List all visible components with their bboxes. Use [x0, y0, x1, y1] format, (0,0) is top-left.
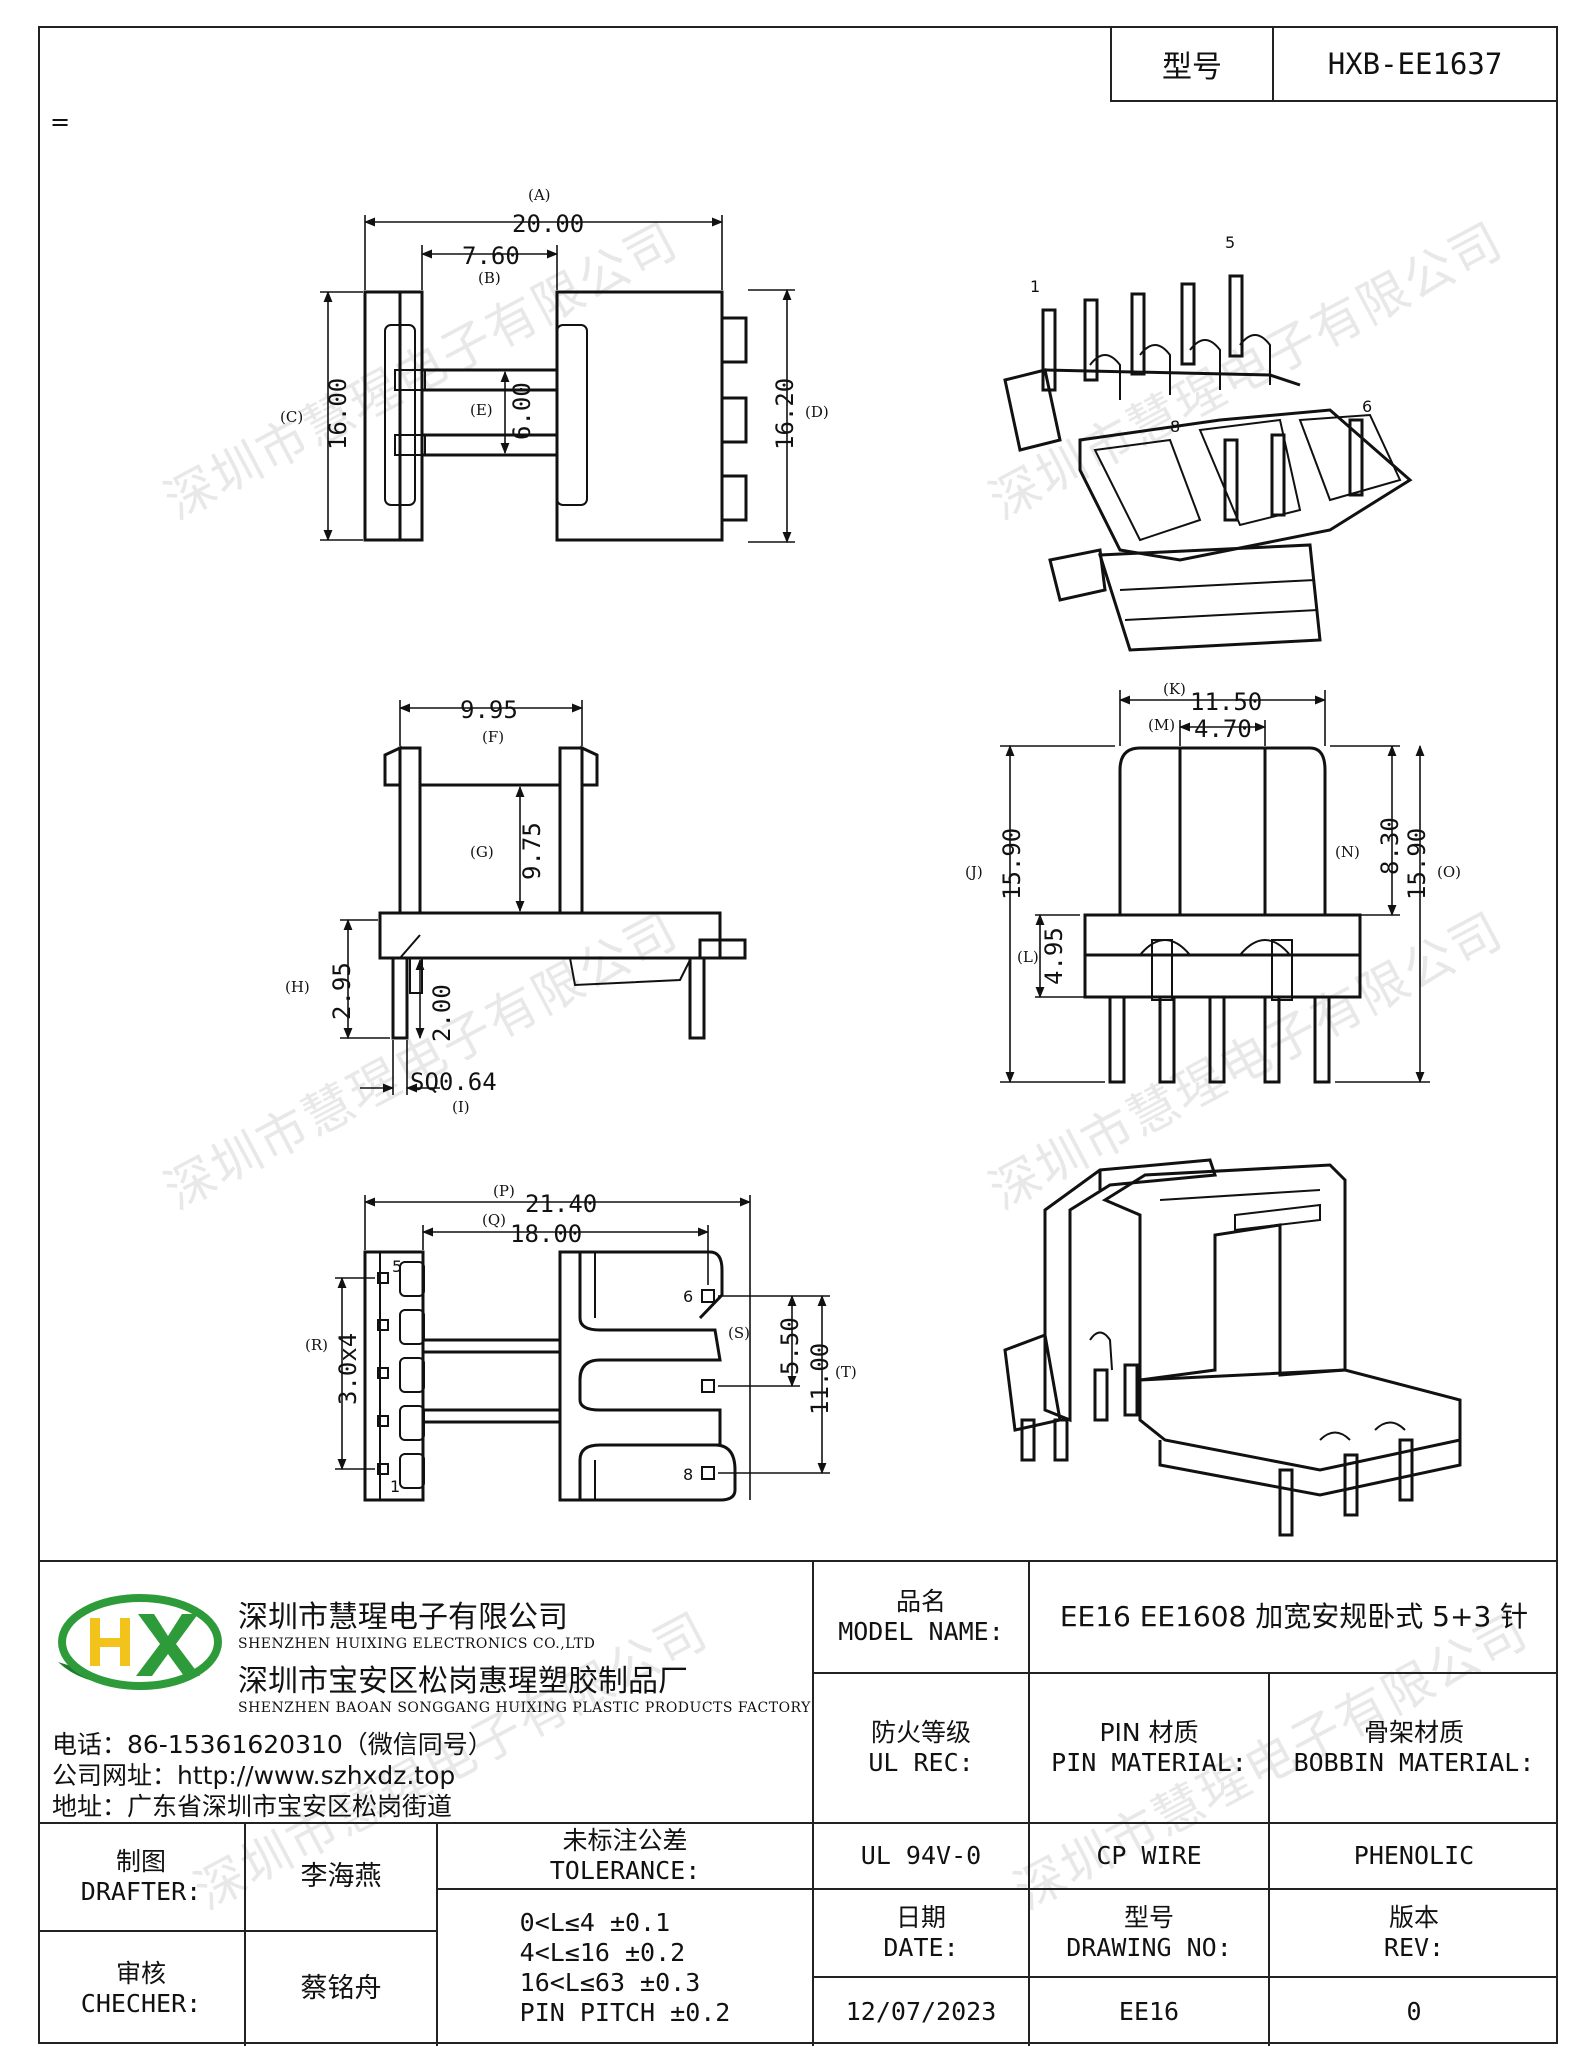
top-view-right-body — [555, 290, 724, 542]
model-value: HXB-EE1637 — [1327, 47, 1503, 81]
dim-sq0-64: SQ0.64 — [410, 1068, 497, 1096]
drafter-label: 制图 DRAFTER: — [38, 1822, 244, 1930]
label-j: (J) — [965, 863, 983, 881]
label-l: (L) — [1017, 948, 1039, 966]
iso-pin-8: 8 — [1170, 417, 1180, 436]
label-m: (M) — [1148, 716, 1175, 734]
label-d: (D) — [805, 403, 829, 421]
bottom-view-pin-row — [363, 1250, 425, 1502]
rev-value: 0 — [1268, 1976, 1558, 2046]
company-phone: 电话：86-15361620310（微信同号） — [52, 1730, 493, 1759]
tolerance-line: 0<L≤4 ±0.1 — [519, 1908, 671, 1937]
technical-drawing: 20.00 (A) 7.60 (B) 16.00 (C) 6.00 (E) 16… — [280, 186, 1462, 1537]
checker-value: 蔡铭舟 — [244, 1930, 436, 2046]
company-name-en: SHENZHEN HUIXING ELECTRONICS CO.,LTD — [238, 1636, 596, 1652]
factory-name-en: SHENZHEN BAOAN SONGGANG HUIXING PLASTIC … — [238, 1700, 811, 1716]
company-logo — [58, 1594, 222, 1690]
checker-label: 审核 CHECHER: — [38, 1930, 244, 2046]
bottom-pin-5: 5 — [392, 1257, 402, 1276]
dim-20-00: 20.00 — [512, 210, 584, 238]
tolerance-values: 0<L≤4 ±0.1 4<L≤16 ±0.2 16<L≤63 ±0.3 PIN … — [436, 1888, 812, 2046]
iso-pin-1: 1 — [1030, 277, 1040, 296]
ul-rec-label: 防火等级 UL REC: — [812, 1672, 1028, 1822]
label-k: (K) — [1163, 680, 1186, 698]
tolerance-line: 4<L≤16 ±0.2 — [519, 1938, 686, 1967]
label-i: (I) — [452, 1098, 470, 1116]
label-b: (B) — [478, 269, 501, 287]
pin-material-label: PIN 材质 PIN MATERIAL: — [1028, 1672, 1268, 1822]
dim-11-00: 11.00 — [806, 1343, 834, 1415]
label-e: (E) — [470, 401, 493, 419]
product-name-label: 品名 MODEL NAME: — [812, 1562, 1028, 1672]
dim-15-90-left: 15.90 — [998, 828, 1026, 900]
tolerance-line: 16<L≤63 ±0.3 — [519, 1968, 701, 1997]
label-f: (F) — [482, 728, 504, 746]
label-s: (S) — [728, 1324, 750, 1342]
model-number-box: 型号 HXB-EE1637 — [1110, 26, 1558, 102]
dim-21-40: 21.40 — [525, 1190, 597, 1218]
date-value: 12/07/2023 — [812, 1976, 1028, 2046]
label-o: (O) — [1437, 863, 1461, 881]
label-n: (N) — [1335, 843, 1360, 861]
iso-pin-6: 6 — [1362, 397, 1372, 416]
dim-7-60: 7.60 — [462, 242, 520, 270]
pin-material-value: CP WIRE — [1028, 1822, 1268, 1888]
dim-18-00: 18.00 — [510, 1220, 582, 1248]
label-q: (Q) — [482, 1211, 506, 1229]
bottom-view: 5 1 6 8 21.40 (P) 18.00 (Q) 3.0x4 (R) 5.… — [305, 1182, 857, 1502]
side-view: 9.95 (F) 9.75 (G) 2.95 (H) 2.00 SQ0.64 (… — [285, 696, 747, 1116]
dim-9-75: 9.75 — [518, 822, 546, 880]
drafter-value: 李海燕 — [244, 1822, 436, 1930]
product-name-value: EE16 EE1608 加宽安规卧式 5+3 针 — [1028, 1562, 1558, 1672]
isometric-view-top: 1 5 6 8 — [1003, 233, 1413, 652]
front-view: 11.50 (K) 4.70 (M) 15.90 (J) 8.30 (N) 15… — [965, 680, 1461, 1084]
dim-2-95: 2.95 — [328, 962, 356, 1020]
dim-11-50: 11.50 — [1190, 688, 1262, 716]
equals-mark: = — [50, 108, 71, 136]
label-p: (P) — [493, 1182, 515, 1200]
factory-name-cn: 深圳市宝安区松岗惠瑆塑胶制品厂 — [238, 1664, 688, 1699]
dim-2-00: 2.00 — [428, 984, 456, 1042]
dim-16-00: 16.00 — [324, 378, 352, 450]
model-label: 型号 — [1112, 28, 1274, 100]
dim-9-95: 9.95 — [460, 696, 518, 724]
bottom-pin-6: 6 — [683, 1287, 693, 1306]
isometric-view-bottom — [1003, 1158, 1462, 1537]
drawing-no-value: EE16 — [1028, 1976, 1268, 2046]
drawing-sheet-border — [38, 26, 1558, 2044]
dim-5-50: 5.50 — [776, 1317, 804, 1375]
label-h: (H) — [285, 978, 310, 996]
dim-4-70: 4.70 — [1194, 715, 1252, 743]
top-view: 20.00 (A) 7.60 (B) 16.00 (C) 6.00 (E) 16… — [280, 186, 829, 544]
dim-8-30: 8.30 — [1376, 817, 1404, 875]
iso-pin-5: 5 — [1225, 233, 1235, 252]
title-block: 深圳市慧瑆电子有限公司 SHENZHEN HUIXING ELECTRONICS… — [38, 1560, 1558, 2046]
label-r: (R) — [305, 1336, 328, 1354]
tolerance-line: PIN PITCH ±0.2 — [519, 1998, 731, 2027]
tolerance-label: 未标注公差 TOLERANCE: — [436, 1822, 812, 1888]
top-view-left-flange — [363, 290, 402, 542]
dim-3-0x4: 3.0x4 — [334, 1333, 362, 1405]
rev-label: 版本 REV: — [1268, 1888, 1558, 1976]
bottom-pin-8: 8 — [683, 1465, 693, 1484]
label-t: (T) — [835, 1363, 857, 1381]
company-info: 深圳市慧瑆电子有限公司 SHENZHEN HUIXING ELECTRONICS… — [38, 1562, 812, 1822]
company-name-cn: 深圳市慧瑆电子有限公司 — [238, 1600, 568, 1635]
drawing-no-label: 型号 DRAWING NO: — [1028, 1888, 1268, 1976]
date-label: 日期 DATE: — [812, 1888, 1028, 1976]
label-g: (G) — [470, 843, 494, 861]
dim-4-95: 4.95 — [1040, 927, 1068, 985]
company-website: 公司网址：http://www.szhxdz.top — [52, 1761, 456, 1790]
company-address: 地址：广东省深圳市宝安区松岗街道 — [52, 1792, 453, 1821]
ul-rec-value: UL 94V-0 — [812, 1822, 1028, 1888]
label-c: (C) — [280, 408, 303, 426]
bobbin-material-label: 骨架材质 BOBBIN MATERIAL: — [1268, 1672, 1558, 1822]
bobbin-material-value: PHENOLIC — [1268, 1822, 1558, 1888]
label-a: (A) — [528, 186, 551, 204]
dim-15-90-right: 15.90 — [1403, 828, 1431, 900]
dim-6-00: 6.00 — [508, 382, 536, 440]
dim-16-20: 16.20 — [771, 378, 799, 450]
bottom-pin-1: 1 — [390, 1477, 400, 1496]
